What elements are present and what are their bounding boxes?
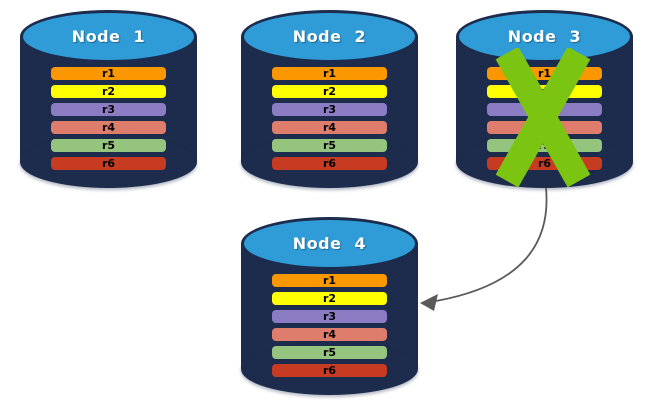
record-r4: r4 <box>272 328 387 341</box>
record-label: r1 <box>101 67 116 80</box>
record-r5: r5 <box>272 346 387 359</box>
record-r2: r2 <box>272 85 387 98</box>
record-label: r1 <box>322 274 337 287</box>
record-label: r1 <box>537 67 552 80</box>
record-r3: r3 <box>272 310 387 323</box>
record-r6: r6 <box>51 157 166 170</box>
record-list: r1 r2 r3 r4 r5 r6 <box>272 67 387 170</box>
record-label: r3 <box>322 310 337 323</box>
record-r3: r3 <box>51 103 166 116</box>
cylinder-top: Node 4 <box>241 217 418 270</box>
node-4: r1 r2 r3 r4 r5 r6 Node 4 <box>241 217 418 395</box>
record-r1: r1 <box>272 274 387 287</box>
cylinder-top: Node 2 <box>241 10 418 63</box>
record-r2: r2 <box>272 292 387 305</box>
record-r2: r2 <box>51 85 166 98</box>
record-list: r1 r2 r3 r4 r5 r6 <box>51 67 166 170</box>
record-label: r6 <box>322 157 337 170</box>
node-1: r1 r2 r3 r4 r5 r6 Node 1 <box>20 10 197 188</box>
record-label: r2 <box>322 85 337 98</box>
record-label: r1 <box>322 67 337 80</box>
record-label: r3 <box>322 103 337 116</box>
record-label: r2 <box>322 292 337 305</box>
record-list: r1 r2 r3 r4 r5 r6 <box>272 274 387 377</box>
record-r5: r5 <box>272 139 387 152</box>
record-label: r5 <box>322 346 337 359</box>
record-r1: r1 <box>51 67 166 80</box>
record-label: r4 <box>322 121 337 134</box>
record-label: r6 <box>101 157 116 170</box>
node-label: Node 2 <box>292 27 367 46</box>
record-label: r2 <box>101 85 116 98</box>
record-r1: r1 <box>272 67 387 80</box>
cylinder-top: Node 3 <box>456 10 633 63</box>
record-label: r6 <box>537 157 552 170</box>
node-label: Node 4 <box>292 234 367 253</box>
record-label: r5 <box>101 139 116 152</box>
node-2: r1 r2 r3 r4 r5 r6 Node 2 <box>241 10 418 188</box>
record-label: r4 <box>101 121 116 134</box>
node-label: Node 3 <box>507 27 582 46</box>
record-label: r6 <box>322 364 337 377</box>
failure-x-icon <box>495 48 591 188</box>
record-label: r3 <box>101 103 116 116</box>
node-label: Node 1 <box>71 27 146 46</box>
record-r3: r3 <box>272 103 387 116</box>
record-label: r4 <box>322 328 337 341</box>
record-r5: r5 <box>51 139 166 152</box>
cylinder-top: Node 1 <box>20 10 197 63</box>
record-r6: r6 <box>272 157 387 170</box>
record-label: r5 <box>322 139 337 152</box>
node-3: r1 r2 r3 r4 r5 r6 Node 3 <box>456 10 633 188</box>
record-r4: r4 <box>51 121 166 134</box>
record-r4: r4 <box>272 121 387 134</box>
record-r6: r6 <box>272 364 387 377</box>
